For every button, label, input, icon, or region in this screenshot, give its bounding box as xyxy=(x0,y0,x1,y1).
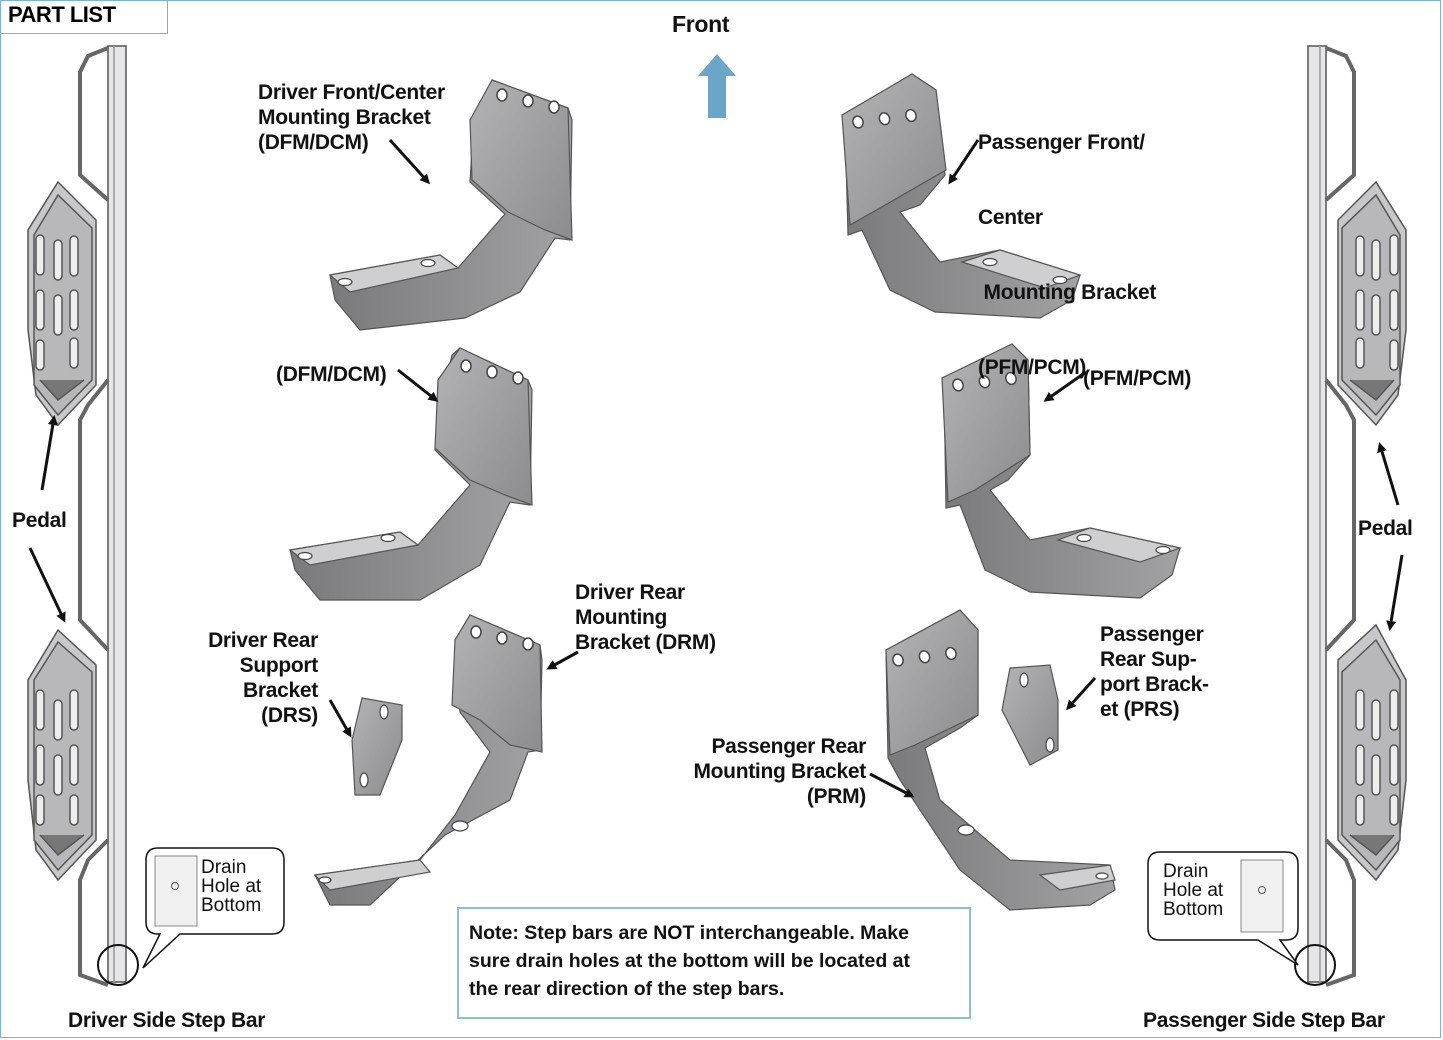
label-driver-rear-support-bracket: Driver Rear Support Bracket (DRS) xyxy=(208,629,318,727)
bracket-prs xyxy=(1001,664,1059,766)
bracket-dfm-dcm-middle xyxy=(288,347,533,601)
label-passenger-rear-support-bracket: Passenger Rear Sup- port Brack- et (PRS) xyxy=(1100,623,1209,721)
passenger-drain-hole-text: Drain Hole at Bottom xyxy=(1163,861,1224,920)
front-arrow-icon xyxy=(698,54,736,118)
front-direction-label: Front xyxy=(672,11,730,37)
driver-pedal-lower xyxy=(27,628,97,882)
label-driver-side-step-bar: Driver Side Step Bar xyxy=(68,1009,266,1032)
label-passenger-side-step-bar: Passenger Side Step Bar xyxy=(1143,1009,1385,1032)
bracket-pfm-pcm-middle xyxy=(941,343,1183,599)
bracket-pfm-pcm-top xyxy=(841,73,1082,319)
label-dfm-dcm: (DFM/DCM) xyxy=(276,363,387,386)
bracket-dfm-dcm-top xyxy=(328,79,573,331)
bracket-drm xyxy=(313,614,543,906)
driver-drain-callout-bubble xyxy=(142,847,285,969)
driver-drain-hole-text: Drain Hole at Bottom xyxy=(201,857,262,916)
label-driver-rear-mounting-bracket: Driver Rear Mounting Bracket (DRM) xyxy=(575,581,716,654)
bracket-prm xyxy=(885,609,1116,911)
passenger-drain-hole-circle xyxy=(1294,944,1336,986)
driver-drain-hole-circle xyxy=(97,944,139,986)
driver-pedal-upper xyxy=(27,180,97,427)
label-pfm-pcm: (PFM/PCM) xyxy=(1083,367,1192,390)
leader-arrows xyxy=(28,138,1404,798)
passenger-step-bar-drawing xyxy=(1294,45,1407,987)
label-driver-front-center-bracket: Driver Front/Center Mounting Bracket (DF… xyxy=(258,81,445,154)
passenger-drain-callout-bubble xyxy=(1147,851,1299,966)
passenger-pedal-lower xyxy=(1337,623,1407,882)
bracket-drs xyxy=(351,697,403,796)
note-box: Note: Step bars are NOT interchangeable.… xyxy=(457,907,971,1019)
driver-step-bar-drawing xyxy=(27,45,139,987)
label-pedal-passenger: Pedal xyxy=(1358,517,1413,540)
part-list-title: PART LIST xyxy=(0,0,168,34)
passenger-pedal-upper xyxy=(1337,180,1407,427)
label-passenger-rear-mounting-bracket: Passenger Rear Mounting Bracket (PRM) xyxy=(693,735,866,808)
label-passenger-front-center-bracket: Passenger Front/ Center Mounting Bracket… xyxy=(978,131,1157,379)
label-pedal-driver: Pedal xyxy=(12,509,67,532)
